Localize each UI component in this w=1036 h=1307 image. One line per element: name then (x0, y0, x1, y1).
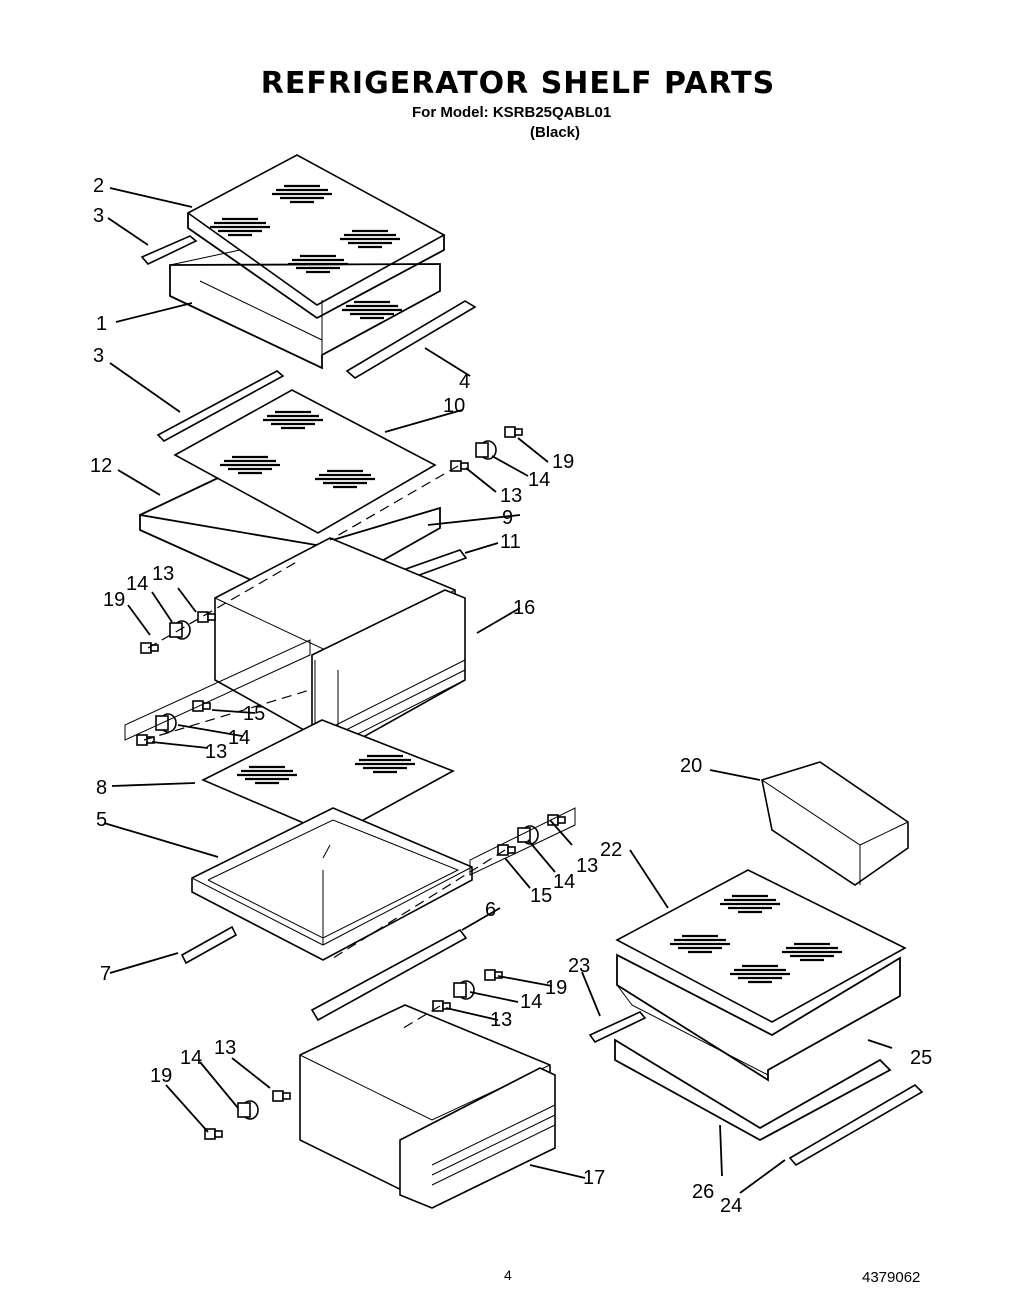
trim-23 (588, 1011, 647, 1044)
glass-shelf-10 (173, 389, 437, 534)
right-shelf-assembly (588, 869, 924, 1167)
trim-4 (345, 300, 477, 379)
page-title: REFRIGERATOR SHELF PARTS (260, 66, 776, 101)
bin-20 (761, 761, 909, 886)
callout-17: 17 (583, 1167, 605, 1189)
document-number: 4379062 (862, 1269, 921, 1286)
callout-7: 7 (100, 963, 111, 985)
callout-labels: 2 3 1 4 3 10 19 14 13 12 9 11 13 14 19 1… (90, 175, 932, 1217)
callout-1: 1 (96, 313, 107, 335)
callout-15-mid-right: 15 (530, 885, 552, 907)
top-shelf-assembly (140, 154, 477, 379)
trim-3-top (140, 235, 198, 265)
callout-4: 4 (459, 371, 470, 393)
callout-14-mid-right: 14 (553, 871, 575, 893)
shelf-frame-5 (191, 807, 473, 961)
callout-13-mid-right: 13 (576, 855, 598, 877)
callout-2: 2 (93, 175, 104, 197)
callout-20: 20 (680, 755, 702, 777)
callout-13-upper-right: 13 (500, 485, 522, 507)
callout-13-left: 13 (152, 563, 174, 585)
callout-3-lower: 3 (93, 345, 104, 367)
callout-6: 6 (485, 899, 496, 921)
callout-14-upper-right: 14 (528, 469, 550, 491)
glass-shelf-8 (201, 719, 455, 837)
callout-15-left: 15 (243, 703, 265, 725)
callout-24: 24 (720, 1195, 742, 1217)
callout-5: 5 (96, 809, 107, 831)
callout-14-left: 14 (126, 573, 148, 595)
crisper-pan-16 (214, 537, 466, 751)
trim-24 (788, 1083, 924, 1167)
callout-14-bottom-left: 14 (180, 1047, 202, 1069)
trim-3-lower (156, 370, 285, 442)
crisper-pan-17 (299, 1004, 556, 1209)
callout-13-mid-left: 13 (205, 741, 227, 763)
callout-13-lower: 13 (490, 1009, 512, 1031)
shelf-frame-26 (614, 1038, 892, 1142)
leader-lines (103, 187, 893, 1194)
callout-8: 8 (96, 777, 107, 799)
model-line: For Model: KSRB25QABL01 (412, 104, 612, 121)
callout-14-mid-left: 14 (228, 727, 250, 749)
callout-10: 10 (443, 395, 465, 417)
callout-25: 25 (910, 1047, 932, 1069)
callout-14-lower: 14 (520, 991, 542, 1013)
trim-6 (310, 928, 468, 1022)
callout-22: 22 (600, 839, 622, 861)
color-line: (Black) (530, 124, 581, 141)
callout-9: 9 (502, 507, 513, 529)
callout-3-top: 3 (93, 205, 104, 227)
glass-shelf-22 (615, 869, 907, 1023)
callout-26: 26 (692, 1181, 714, 1203)
page-number: 4 (504, 1267, 512, 1283)
callout-19-bottom-left: 19 (150, 1065, 172, 1087)
callout-19-upper-right: 19 (552, 451, 574, 473)
callout-19-left: 19 (103, 589, 125, 611)
callout-13-bottom-left: 13 (214, 1037, 236, 1059)
callout-12: 12 (90, 455, 112, 477)
callout-11: 11 (500, 531, 521, 553)
bracket-7 (180, 925, 238, 965)
callout-16: 16 (513, 597, 535, 619)
callout-23: 23 (568, 955, 590, 977)
callout-19-lower: 19 (545, 977, 567, 999)
